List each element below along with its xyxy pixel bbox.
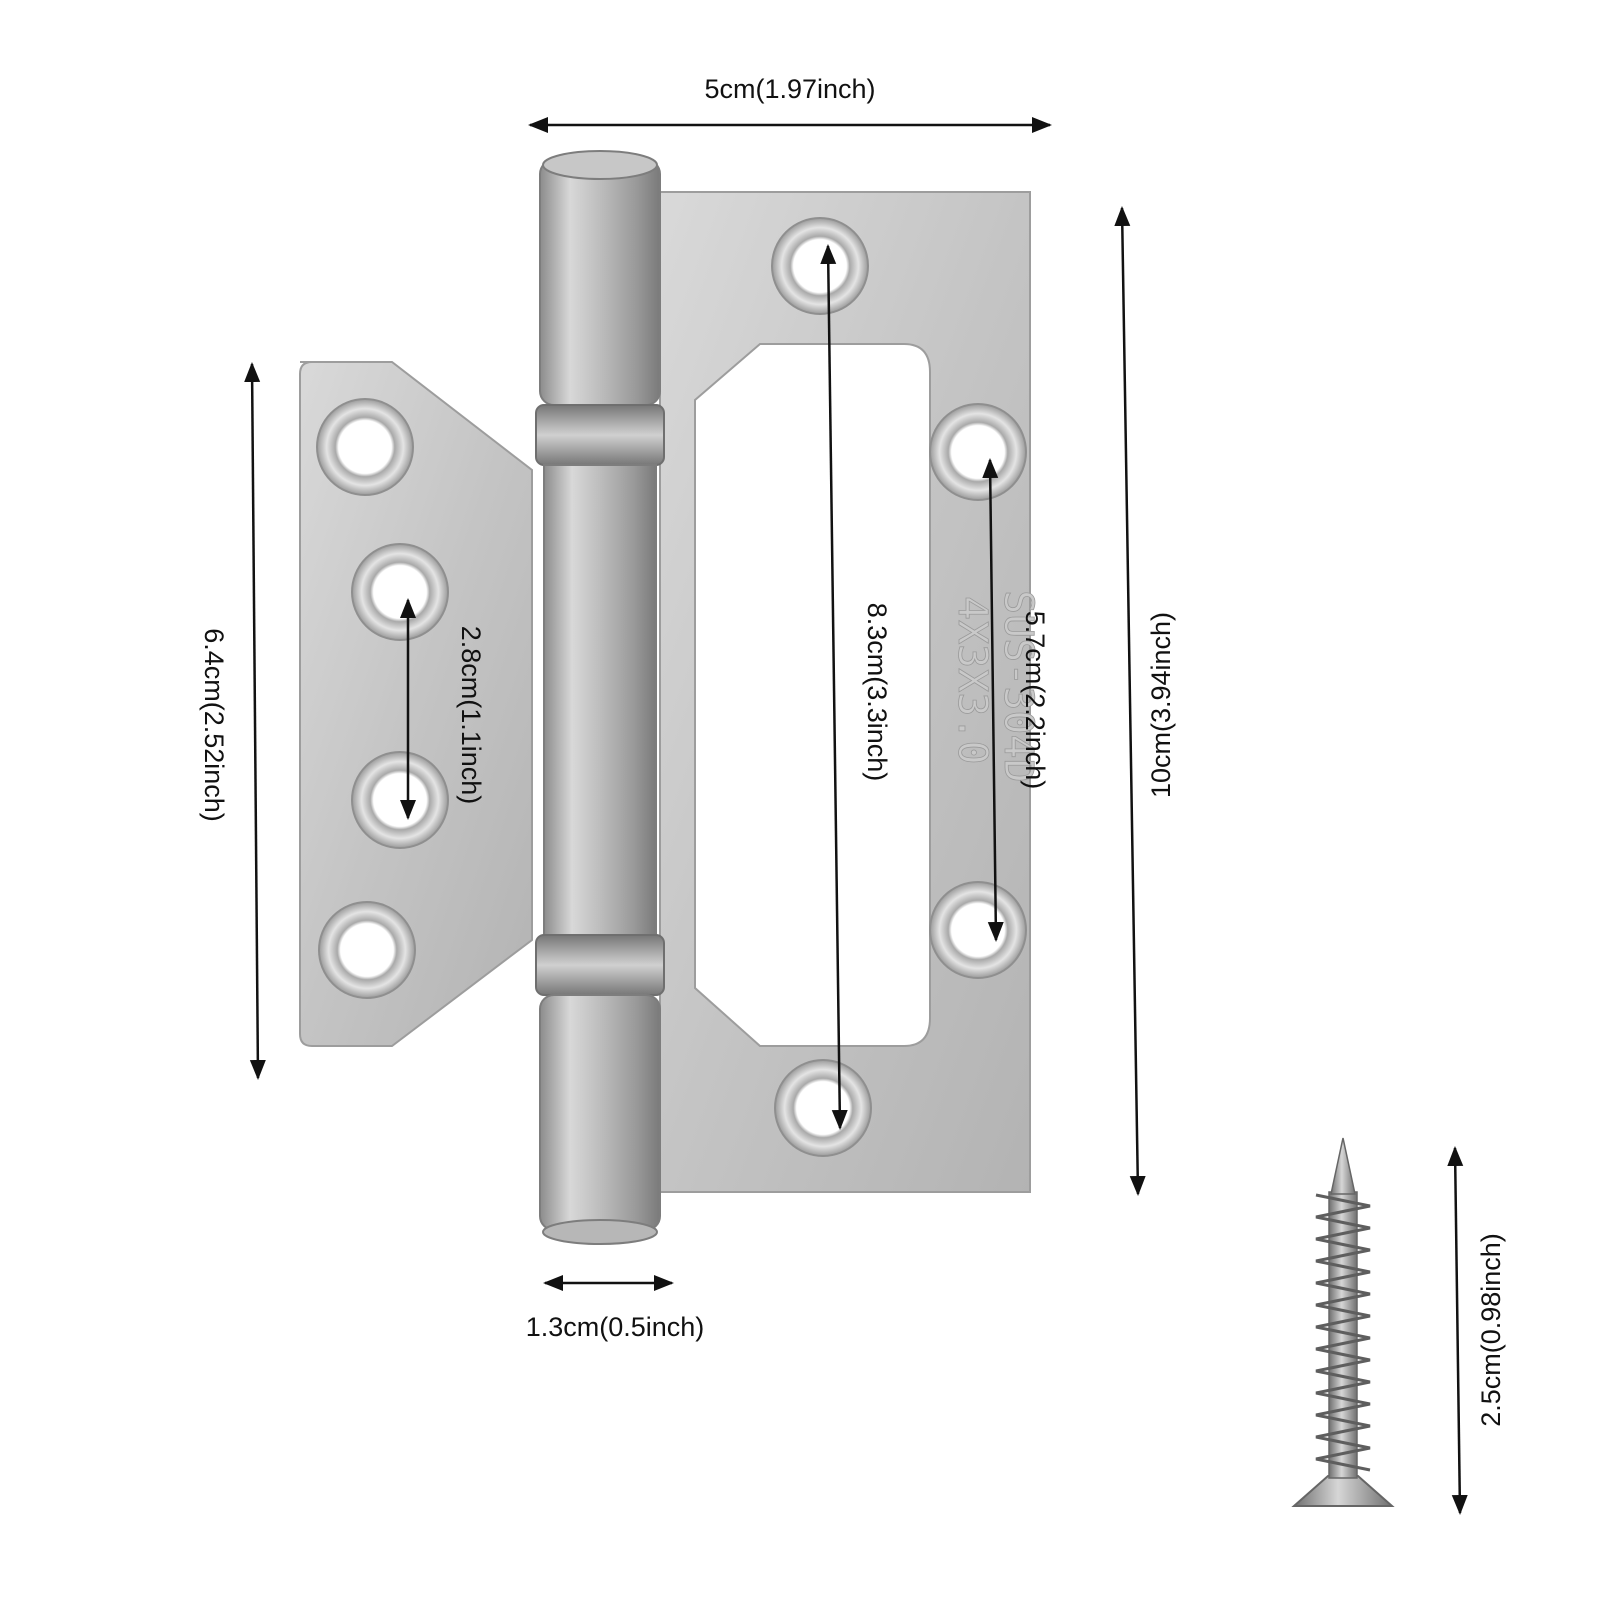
small-leaf-height-label: 6.4cm(2.52inch) — [199, 628, 229, 822]
overall-width-label: 5cm(1.97inch) — [704, 74, 875, 104]
screw-length-arrow — [1447, 1146, 1468, 1515]
small-leaf — [299, 361, 533, 1047]
screw-hole — [316, 398, 414, 496]
inner-hole-spacing-arrow — [982, 458, 1004, 942]
knuckle-width-label: 1.3cm(0.5inch) — [526, 1312, 705, 1342]
small-hole-spacing-label: 2.8cm(1.1inch) — [456, 626, 486, 805]
small-leaf-height-arrow — [244, 362, 266, 1080]
screw-hole — [351, 543, 449, 641]
screw-hole — [929, 881, 1027, 979]
inner-hole-spacing-label: 5.7cm(2.2inch) — [1020, 611, 1050, 790]
dimension-arrows — [244, 117, 1468, 1515]
outer-hole-spacing-arrow — [820, 244, 848, 1130]
screw-hole — [771, 217, 869, 315]
screw-length-label: 2.5cm(0.98inch) — [1476, 1233, 1506, 1427]
dimension-labels: 5cm(1.97inch) 10cm(3.94inch) 6.4cm(2.52i… — [199, 74, 1506, 1427]
screw-hole — [318, 901, 416, 999]
overall-height-label: 10cm(3.94inch) — [1146, 612, 1176, 798]
screw-thread — [1315, 1193, 1371, 1472]
height-arrow — [1114, 206, 1146, 1196]
hinge-barrel — [535, 150, 665, 1245]
screw — [1291, 1137, 1395, 1507]
stamp-line-2: 4X3X3.0 — [949, 596, 995, 765]
outer-hole-spacing-label: 8.3cm(3.3inch) — [862, 603, 892, 782]
screw-hole — [351, 751, 449, 849]
screw-hole — [774, 1059, 872, 1157]
screw-hole — [929, 403, 1027, 501]
